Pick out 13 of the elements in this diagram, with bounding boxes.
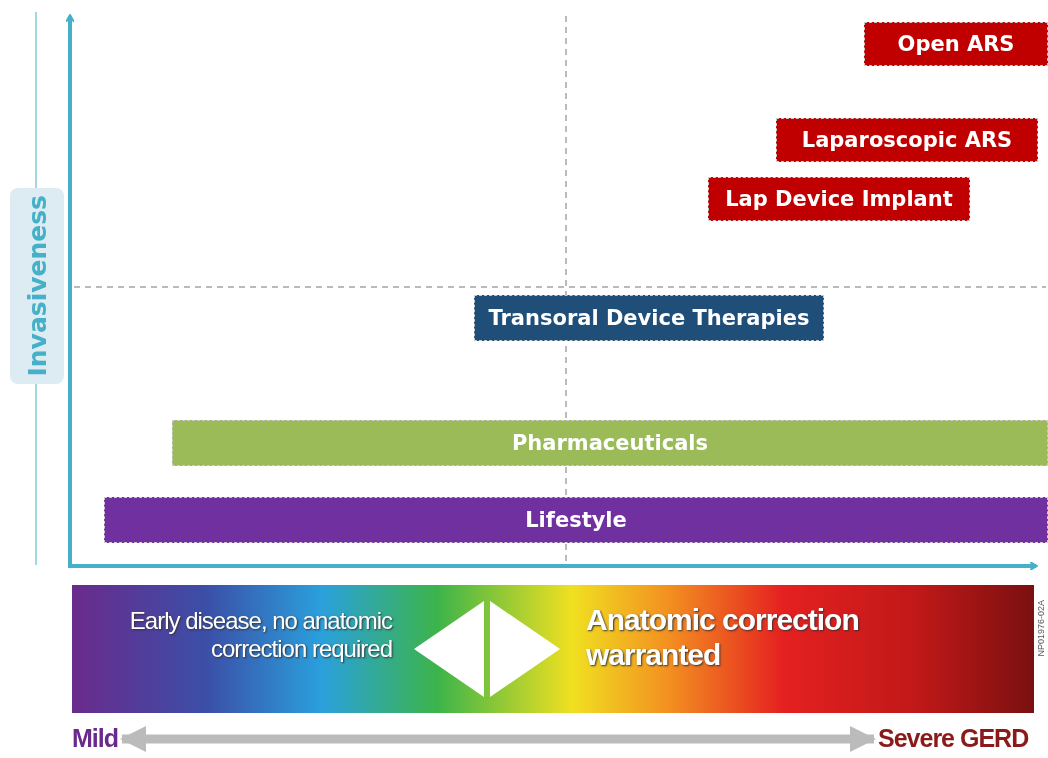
therapy-bar: Lifestyle (104, 497, 1048, 543)
therapy-bar: Lap Device Implant (708, 177, 970, 221)
scale-end-label: Mild (72, 724, 118, 754)
therapy-bar: Open ARS (864, 22, 1048, 66)
scale-end-label: Severe GERD (878, 724, 1029, 754)
double-arrow (120, 726, 876, 752)
axis-title: Invasiveness (10, 188, 64, 384)
band-caption: Anatomic correction warranted (586, 603, 860, 672)
severity-spectrum-band (72, 585, 1034, 713)
therapy-bar: Transoral Device Therapies (474, 295, 824, 341)
band-caption: Early disease, no anatomic correction required (128, 607, 392, 663)
therapy-bar: Laparoscopic ARS (776, 118, 1038, 162)
therapy-bar: Pharmaceuticals (172, 420, 1048, 466)
